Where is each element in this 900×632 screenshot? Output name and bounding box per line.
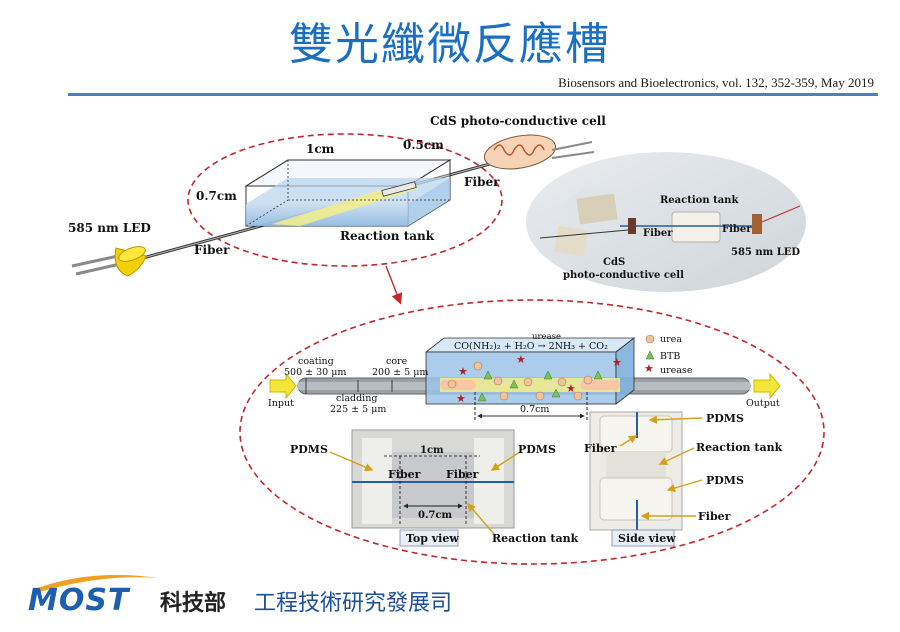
side-tank-label: Reaction tank xyxy=(696,441,783,454)
setup-photo xyxy=(526,152,806,292)
title-divider xyxy=(68,93,878,96)
fiber-left-label: Fiber xyxy=(194,243,230,257)
reaction-enzyme: urease xyxy=(532,332,561,342)
svg-text:★: ★ xyxy=(456,392,466,405)
cds-cell-icon xyxy=(483,134,595,170)
core-label: core xyxy=(386,356,408,367)
top-tank-label: Reaction tank xyxy=(492,532,579,545)
top-pdms-left: PDMS xyxy=(290,443,328,456)
led-icon xyxy=(71,246,147,277)
legend: ★ xyxy=(644,334,655,375)
legend-btb: BTB xyxy=(660,351,680,362)
led-label: 585 nm LED xyxy=(68,221,151,235)
lower-dashed-ellipse xyxy=(239,299,825,565)
side-fiber-left: Fiber xyxy=(584,442,617,455)
fiber-right-label: Fiber xyxy=(464,175,500,189)
citation: Biosensors and Bioelectronics, vol. 132,… xyxy=(558,75,874,90)
top-view-caption: Top view xyxy=(406,532,459,545)
top-dim-top: 1cm xyxy=(420,445,444,456)
photo-tank-label: Reaction tank xyxy=(660,195,739,206)
svg-text:★: ★ xyxy=(644,362,654,375)
reaction-equation: CO(NH₂)₂ + H₂O → 2NH₃ + CO₂ xyxy=(454,341,608,352)
photo-cds-label-2: photo-conductive cell xyxy=(563,270,684,281)
top-pdms-right: PDMS xyxy=(518,443,556,456)
cladding-value: 225 ± 5 μm xyxy=(330,404,386,415)
most-logo: MOST xyxy=(28,583,130,618)
zoom-arrow xyxy=(385,265,403,305)
coating-value: 500 ± 30 μm xyxy=(284,367,346,378)
top-fiber-right: Fiber xyxy=(446,468,479,481)
logo-swoosh-icon xyxy=(32,574,158,592)
core-value: 200 ± 5 μm xyxy=(372,367,428,378)
photo-led-label: 585 nm LED xyxy=(731,247,800,258)
dim-length-label: 1cm xyxy=(306,142,335,156)
photo-fiber-right-label: Fiber xyxy=(722,224,752,235)
photo-cds-label-1: CdS xyxy=(603,257,625,268)
output-label: Output xyxy=(746,398,780,409)
photo-fiber-left-label: Fiber xyxy=(643,228,673,239)
footer-dept: 工程技術研究發展司 xyxy=(254,591,453,616)
side-pdms-top: PDMS xyxy=(706,412,744,425)
svg-text:★: ★ xyxy=(612,356,622,369)
footer-org: 科技部 xyxy=(160,591,227,616)
side-fiber-bottom: Fiber xyxy=(698,510,731,523)
upper-dashed-ellipse xyxy=(187,133,503,267)
gap-label: 0.7cm xyxy=(520,404,549,415)
cds-cell-label: CdS photo-conductive cell xyxy=(430,114,606,128)
svg-text:★: ★ xyxy=(566,382,576,395)
reaction-tank-3d xyxy=(244,159,452,227)
legend-urease: urease xyxy=(660,365,693,376)
dim-height-label: 0.7cm xyxy=(196,189,237,203)
side-view-caption: Side view xyxy=(618,532,676,545)
top-view-photo xyxy=(351,429,515,547)
page-title: 雙光纖微反應槽 xyxy=(289,19,611,70)
svg-text:★: ★ xyxy=(458,365,468,378)
side-pdms-bottom: PDMS xyxy=(706,474,744,487)
svg-text:★: ★ xyxy=(516,353,526,366)
input-label: Input xyxy=(268,398,294,409)
tank-particles: ★ ★ ★ ★ ★ xyxy=(447,353,622,405)
legend-urea: urea xyxy=(660,334,682,345)
coating-label: coating xyxy=(298,356,334,367)
dim-width-label: 0.5cm xyxy=(403,138,444,152)
top-dim-bottom: 0.7cm xyxy=(418,510,452,521)
side-view-photo xyxy=(589,411,683,547)
cladding-label: cladding xyxy=(336,393,377,404)
tank-label: Reaction tank xyxy=(340,229,435,243)
top-fiber-left: Fiber xyxy=(388,468,421,481)
